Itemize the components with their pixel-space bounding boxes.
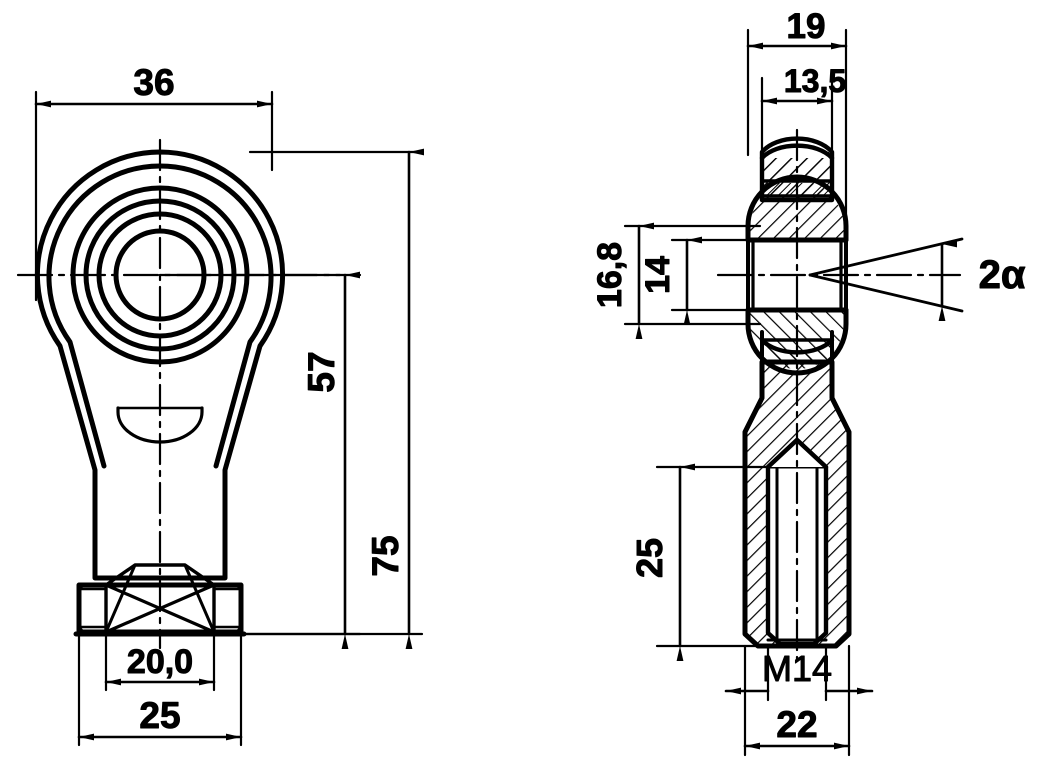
dim25L-label: 25 (139, 695, 180, 736)
front-nut-chamfer-right (235, 583, 243, 634)
dim168-label: 16,8 (591, 242, 629, 308)
side-ball-upper-hatch (750, 181, 844, 240)
front-view (16, 138, 342, 650)
dim19-label: 19 (787, 7, 826, 46)
front-view-dimensions: 36 57 75 20,0 25 (34, 62, 424, 747)
angle-label: 2α (979, 253, 1026, 297)
side-section-view (716, 128, 962, 662)
angle-upper-ray (808, 237, 964, 277)
angle-lower-ray (808, 273, 964, 313)
front-body-inner-outline (46, 163, 163, 469)
dim25R-label: 25 (629, 538, 670, 578)
dim36-label: 36 (133, 62, 174, 103)
dim57-label: 57 (301, 351, 342, 392)
front-hex-mid-left (104, 563, 137, 634)
dim20-label: 20,0 (127, 643, 193, 681)
dim135-label: 13,5 (784, 63, 846, 99)
front-hex-facet-top (104, 563, 216, 587)
dimM14-label: M14 (762, 648, 832, 689)
side-view-dimensions: 19 13,5 16,8 14 2α 25 M14 (591, 7, 1026, 757)
side-ball-upper-outline (745, 174, 849, 243)
front-hex-mid-right (183, 563, 216, 634)
dim75-label: 75 (365, 535, 406, 576)
front-nut-chamfer-left (77, 583, 85, 634)
dim14-label: 14 (639, 256, 677, 294)
dim22-label: 22 (776, 704, 817, 745)
front-body-inner-outline-right (157, 163, 274, 469)
